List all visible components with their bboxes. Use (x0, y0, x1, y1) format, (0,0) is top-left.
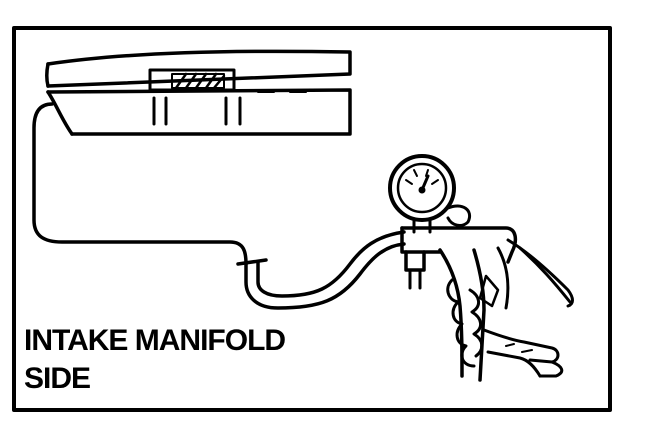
hand-vacuum-pump (400, 226, 518, 382)
vacuum-hose (32, 102, 406, 310)
figure-frame (12, 26, 612, 412)
intake-manifold (45, 49, 352, 136)
hand (446, 238, 574, 378)
caption-line-2: SIDE (24, 362, 91, 395)
vacuum-gauge (388, 154, 471, 234)
caption-line-1: INTAKE MANIFOLD (24, 324, 286, 357)
